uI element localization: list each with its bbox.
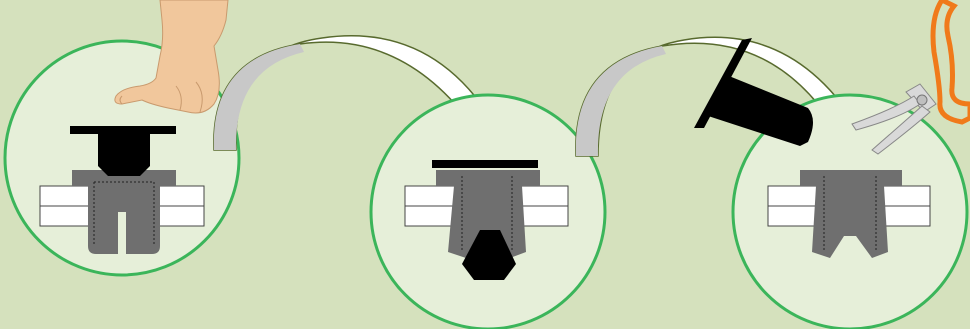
hand-press-icon: [114, 0, 229, 114]
clip-inner-lines: [93, 181, 155, 244]
pliers-icon: [851, 0, 970, 155]
panel-bottom-left: [404, 205, 458, 227]
pin-shaft: [98, 134, 150, 176]
panel-top-left: [39, 185, 93, 207]
arrow-2-shade: [575, 46, 666, 156]
pin-shaft: [702, 74, 813, 146]
panel-bottom-left: [39, 205, 93, 227]
panel-top-right: [515, 185, 569, 207]
step-2-seated: [369, 93, 607, 329]
panel-top-left: [404, 185, 458, 207]
panel-bottom-left: [767, 205, 821, 227]
step-1-insert: [3, 0, 241, 277]
clip-slot: [118, 212, 126, 256]
step-3-remove: [694, 0, 970, 329]
pin-head: [70, 126, 176, 134]
panel-top-left: [767, 185, 821, 207]
panel-top-right: [877, 185, 931, 207]
pin-tip: [462, 230, 516, 280]
pin-head: [432, 160, 538, 168]
clip-inner-lines: [823, 176, 877, 250]
arrow-1-shade: [213, 44, 304, 150]
clip-inner-lines: [461, 176, 513, 250]
removed-pin: [694, 38, 813, 146]
